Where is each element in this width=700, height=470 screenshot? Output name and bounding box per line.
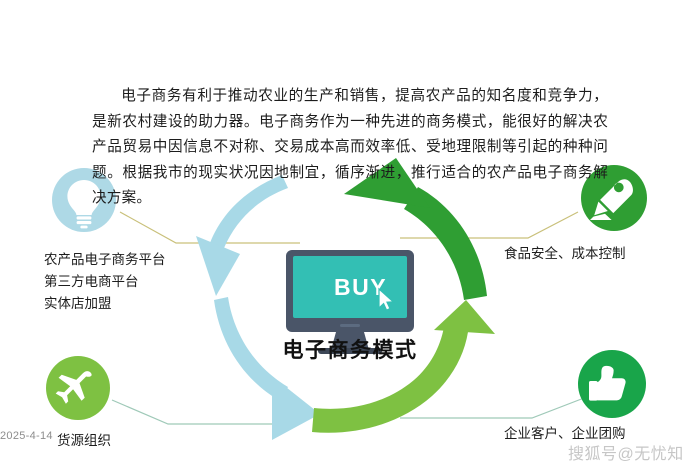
connector-bottom-left xyxy=(111,399,300,425)
arrow-lower-right xyxy=(312,300,495,433)
lightbulb-icon xyxy=(67,180,101,229)
node-bottom-left[interactable] xyxy=(46,356,110,420)
node-top-right[interactable] xyxy=(581,165,647,231)
node-label-line: 食品安全、成本控制 xyxy=(504,246,626,261)
pen-nib-icon xyxy=(590,179,633,220)
intro-paragraph: 电子商务有利于推动农业的生产和销售，提高农产品的知名度和竞争力，是新农村建设的助… xyxy=(92,88,608,206)
node-label-top-left: 农产品电子商务平台 第三方电商平台 实体店加盟 xyxy=(44,249,166,315)
node-label-line: 货源组织 xyxy=(57,433,111,448)
arrow-upper-right xyxy=(344,158,487,300)
node-bottom-right[interactable] xyxy=(578,350,646,418)
connector-top-left xyxy=(119,211,300,244)
node-label-line: 实体店加盟 xyxy=(44,296,112,311)
connector-bottom-right xyxy=(400,397,585,419)
node-label-line: 农产品电子商务平台 xyxy=(44,252,166,267)
date-watermark: 2025-4-14 xyxy=(0,430,53,442)
node-label-top-right: 食品安全、成本控制 xyxy=(504,243,626,265)
page-title: 电子商务模式 xyxy=(282,339,418,362)
node-label-bottom-left: 货源组织 xyxy=(57,430,111,452)
monitor-neck xyxy=(331,332,369,350)
brand-watermark: 搜狐号@无忧知 xyxy=(568,446,684,463)
node-label-line: 企业客户、企业团购 xyxy=(504,426,626,441)
monitor-bezel-detail xyxy=(340,324,360,327)
arrow-upper-left xyxy=(196,175,288,296)
airplane-icon xyxy=(55,371,92,404)
monitor-base xyxy=(318,348,382,354)
node-label-line: 第三方电商平台 xyxy=(44,274,139,289)
node-label-bottom-right: 企业客户、企业团购 xyxy=(504,423,626,445)
thumbs-up-icon xyxy=(589,365,626,401)
arrow-lower-left xyxy=(214,297,320,440)
mouse-cursor-icon xyxy=(378,287,395,312)
monitor-graphic: BUY xyxy=(286,250,414,354)
node-top-left[interactable] xyxy=(52,168,116,232)
monitor-screen-label: BUY xyxy=(334,274,387,300)
